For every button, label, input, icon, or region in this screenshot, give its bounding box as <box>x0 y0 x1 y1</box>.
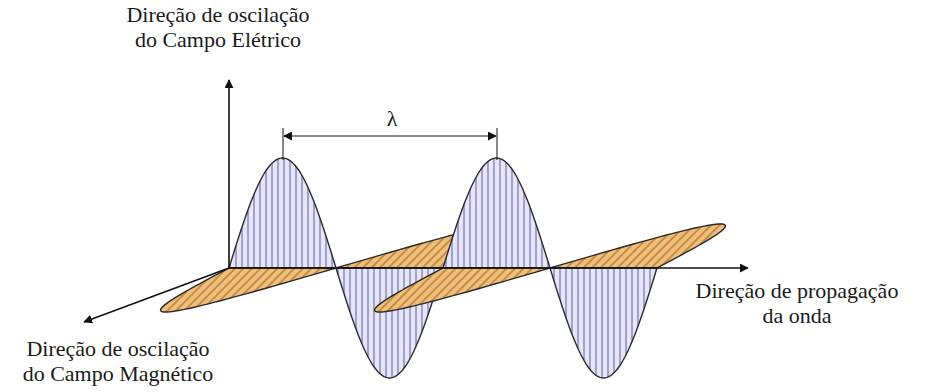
wavelength-dimension <box>284 136 496 137</box>
propagation-axis <box>229 267 748 269</box>
axis-label: Direção de oscilação do Campo Elétrico <box>118 2 318 52</box>
electric-field-lobe <box>443 158 550 268</box>
electric-field-lobe <box>550 268 657 378</box>
axis-label: Direção de oscilação do Campo Magnético <box>18 336 218 386</box>
electric-axis <box>228 80 230 268</box>
magnetic-field-lobe <box>375 268 550 312</box>
wavelength-symbol: λ <box>372 106 412 131</box>
magnetic-field-lobe <box>161 268 336 312</box>
axis-label: Direção de propagação da onda <box>690 278 905 328</box>
electric-field-lobe <box>229 158 336 268</box>
wavelength-tick <box>497 128 498 160</box>
magnetic-axis <box>84 268 229 322</box>
magnetic-field-lobe <box>550 224 725 268</box>
wavelength-tick <box>283 128 284 160</box>
